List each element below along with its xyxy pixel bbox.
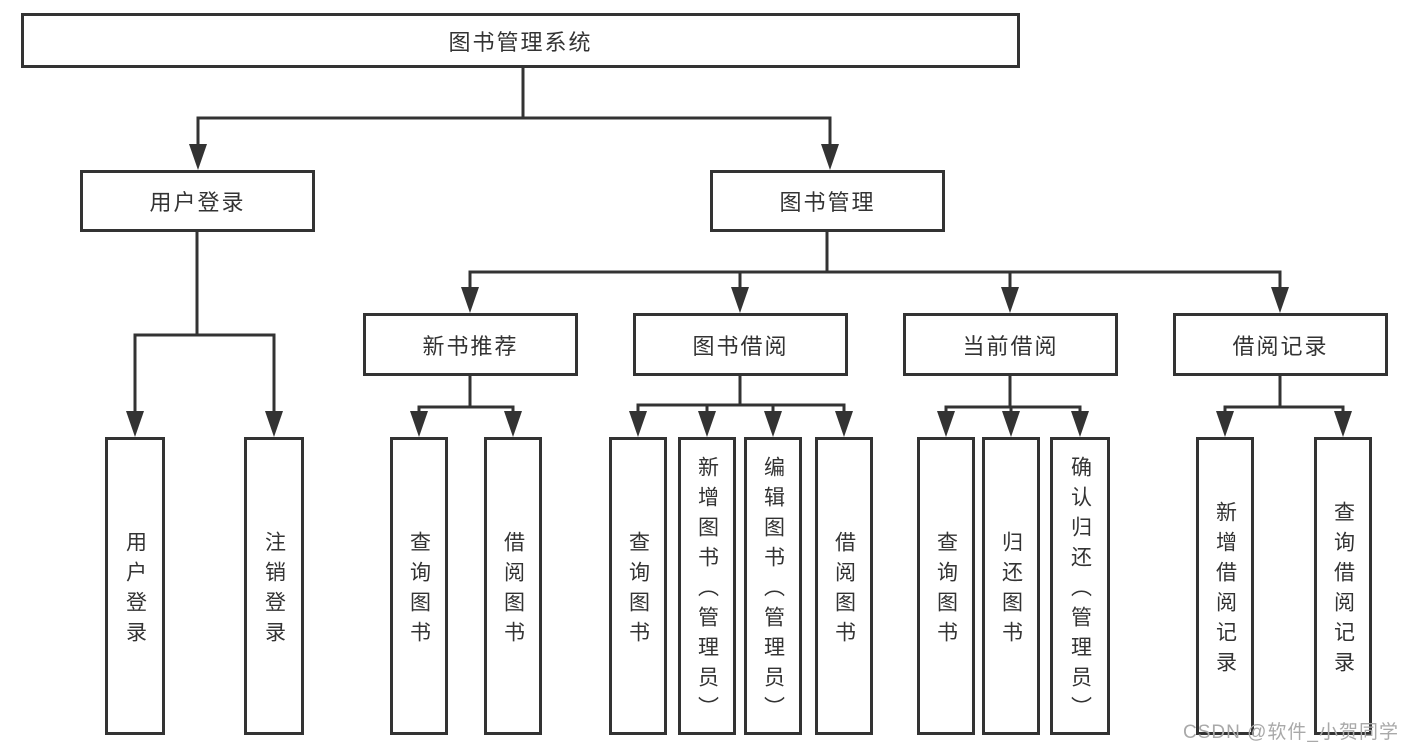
arrowhead [821, 144, 839, 170]
node-label: 图书借阅 [692, 333, 789, 359]
node-book-borrow: 图书借阅 [633, 313, 848, 376]
node-label: 图书管理 [779, 190, 876, 215]
arrowhead [764, 411, 782, 437]
leaf-label: 注销登录 [262, 530, 286, 651]
node-label: 用户登录 [149, 190, 246, 215]
leaf-label: 查询图书 [626, 530, 650, 651]
leaf-confirm-return-admin: 确认归还（管理员） [1050, 437, 1110, 735]
arrowhead [504, 411, 522, 437]
arrowhead [189, 144, 207, 170]
leaf-label: 查询图书 [407, 530, 431, 651]
leaf-query-books-borrow: 查询图书 [609, 437, 667, 735]
node-user-login: 用户登录 [80, 170, 315, 232]
leaf-label: 借阅图书 [832, 530, 856, 651]
leaf-label: 用户登录 [123, 530, 147, 651]
arrowhead [1002, 411, 1020, 437]
node-label: 当前借阅 [962, 333, 1059, 359]
connector-borrow-records-to-leaves [1223, 374, 1345, 419]
arrowhead [731, 287, 749, 313]
arrowhead [629, 411, 647, 437]
connector-new-book-to-leaves [417, 374, 515, 419]
arrowhead [1071, 411, 1089, 437]
leaf-user-login: 用户登录 [105, 437, 165, 735]
node-current-borrow: 当前借阅 [903, 313, 1118, 376]
watermark: CSDN @软件_小贺同学 [1183, 722, 1399, 743]
arrowhead [265, 411, 283, 437]
arrowhead [1334, 411, 1352, 437]
leaf-label: 新增图书（管理员） [695, 455, 719, 726]
node-book-management: 图书管理 [710, 170, 945, 232]
node-label: 新书推荐 [422, 333, 519, 359]
arrowhead [126, 411, 144, 437]
arrowhead [698, 411, 716, 437]
node-label: 图书管理系统 [448, 29, 593, 55]
leaf-label: 编辑图书（管理员） [761, 455, 785, 726]
arrowhead [937, 411, 955, 437]
arrowhead [1271, 287, 1289, 313]
node-library-management-system: 图书管理系统 [21, 13, 1020, 68]
leaf-logout: 注销登录 [244, 437, 304, 735]
connector-book-management-to-level3 [468, 230, 1282, 295]
arrowhead [1216, 411, 1234, 437]
connector-current-borrow-to-leaves [944, 374, 1082, 419]
node-borrow-records: 借阅记录 [1173, 313, 1388, 376]
arrowheads [126, 144, 1352, 437]
arrowhead [1001, 287, 1019, 313]
leaf-label: 确认归还（管理员） [1068, 455, 1092, 726]
leaf-query-books-current: 查询图书 [917, 437, 975, 735]
leaf-label: 查询借阅记录 [1331, 500, 1355, 681]
node-new-book-recommend: 新书推荐 [363, 313, 578, 376]
leaf-return-books: 归还图书 [982, 437, 1040, 735]
leaf-label: 查询图书 [934, 530, 958, 651]
connector-book-borrow-to-leaves [636, 374, 846, 419]
leaf-borrow-books: 借阅图书 [815, 437, 873, 735]
leaf-edit-books-admin: 编辑图书（管理员） [744, 437, 802, 735]
arrowhead [461, 287, 479, 313]
leaf-label: 借阅图书 [501, 530, 525, 651]
arrowhead [410, 411, 428, 437]
leaf-add-borrow-record: 新增借阅记录 [1196, 437, 1254, 735]
connector-root-to-level2 [196, 66, 832, 152]
leaf-query-borrow-record: 查询借阅记录 [1314, 437, 1372, 735]
leaf-query-books-recommend: 查询图书 [390, 437, 448, 735]
leaf-add-books-admin: 新增图书（管理员） [678, 437, 736, 735]
leaf-label: 新增借阅记录 [1213, 500, 1237, 681]
node-label: 借阅记录 [1232, 333, 1329, 359]
connector-user-login-to-leaves [133, 230, 276, 419]
leaf-label: 归还图书 [999, 530, 1023, 651]
arrowhead [835, 411, 853, 437]
leaf-borrow-books-recommend: 借阅图书 [484, 437, 542, 735]
